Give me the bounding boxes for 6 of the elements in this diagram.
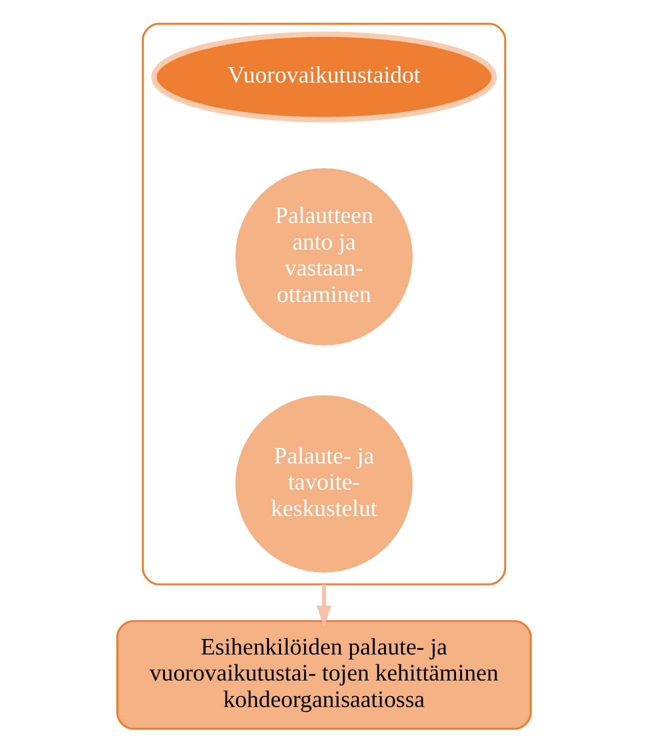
arrow [316, 584, 332, 627]
node-circle: Palautteen anto ja vastaan- ottaminen [232, 166, 416, 348]
node-ellipse: Vuorovaikutustaidot [151, 32, 497, 122]
node-circle: Palaute- ja tavoite- keskustelut [232, 392, 416, 576]
cluster [142, 22, 506, 586]
node-box: Esihenkilöiden palaute- ja vuorovaikutustai- tojen kehittäminen kohdeorganisaatiossa [116, 620, 532, 730]
